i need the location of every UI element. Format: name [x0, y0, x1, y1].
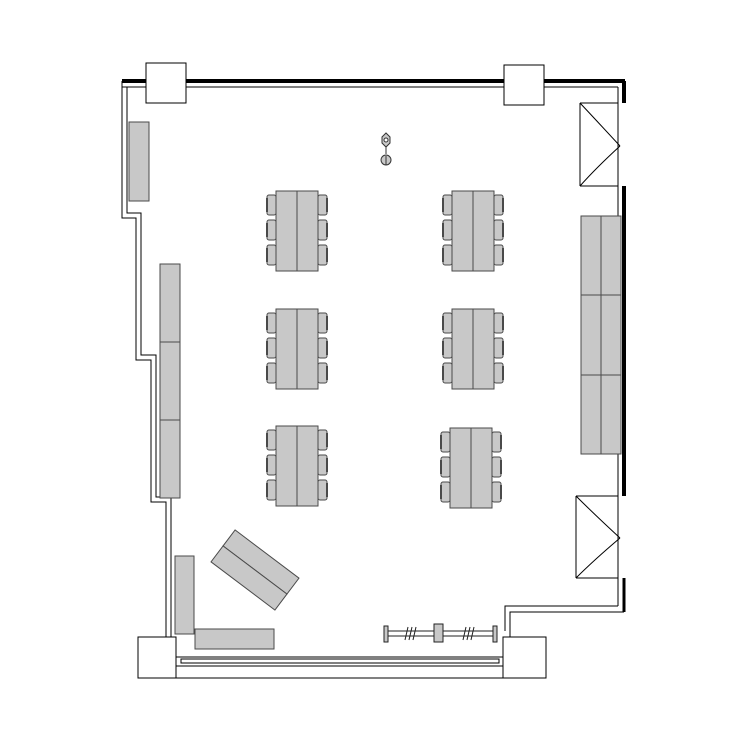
table — [472, 308, 495, 390]
chair — [317, 312, 328, 334]
door-upper — [579, 102, 621, 187]
table — [296, 425, 319, 507]
table — [296, 308, 319, 390]
table-group-6 — [440, 427, 502, 509]
table — [275, 425, 298, 507]
bottom-wall-band-inner — [180, 658, 500, 664]
table — [470, 427, 493, 509]
chair — [442, 219, 453, 241]
column-bottom-left — [137, 636, 177, 679]
counter-left-top — [128, 121, 150, 202]
chair — [266, 312, 277, 334]
chair — [317, 337, 328, 359]
chair — [493, 362, 504, 384]
table — [451, 190, 474, 272]
chair — [317, 194, 328, 216]
bottom-wall-band — [175, 656, 504, 667]
column-bottom-right — [502, 636, 547, 679]
chair — [493, 244, 504, 266]
chair — [491, 456, 502, 478]
chair — [317, 362, 328, 384]
table-group-4 — [442, 308, 504, 390]
chair — [442, 312, 453, 334]
counter-lower-left-horizontal — [194, 628, 275, 650]
table — [449, 427, 472, 509]
column-top-right — [503, 64, 545, 106]
chair — [266, 454, 277, 476]
walls — [121, 79, 626, 679]
column-top-left — [145, 62, 187, 104]
table — [275, 190, 298, 272]
chair — [440, 456, 451, 478]
chair — [493, 312, 504, 334]
chair — [266, 194, 277, 216]
chair — [266, 362, 277, 384]
counters — [128, 121, 622, 650]
projector-icon — [380, 132, 392, 166]
counter-right — [580, 215, 622, 455]
chair — [317, 244, 328, 266]
table-group-1 — [266, 190, 328, 272]
chair — [266, 429, 277, 451]
chair — [317, 479, 328, 501]
chair — [317, 429, 328, 451]
chair — [317, 454, 328, 476]
chair — [440, 431, 451, 453]
chair — [493, 194, 504, 216]
counter-lower-left-vertical — [174, 555, 195, 635]
chair — [266, 337, 277, 359]
table-group-5 — [266, 425, 328, 507]
chair — [491, 431, 502, 453]
chair — [266, 244, 277, 266]
counter-left-middle — [159, 263, 181, 499]
chair — [491, 481, 502, 503]
table — [296, 190, 319, 272]
chair — [266, 479, 277, 501]
chair — [442, 362, 453, 384]
chair — [266, 219, 277, 241]
chair — [442, 337, 453, 359]
chair — [493, 219, 504, 241]
lower-right-jog-inner — [504, 605, 618, 631]
table — [472, 190, 495, 272]
doors — [575, 102, 621, 579]
chair — [493, 337, 504, 359]
door-lower — [575, 495, 621, 579]
table — [451, 308, 474, 390]
chair — [442, 194, 453, 216]
table-groups — [266, 190, 504, 509]
chair — [317, 219, 328, 241]
table-group-3 — [266, 308, 328, 390]
rack-icon — [383, 623, 498, 643]
table — [275, 308, 298, 390]
chair — [440, 481, 451, 503]
angled-table — [210, 529, 300, 611]
table-group-2 — [442, 190, 504, 272]
columns — [137, 62, 547, 679]
chair — [442, 244, 453, 266]
